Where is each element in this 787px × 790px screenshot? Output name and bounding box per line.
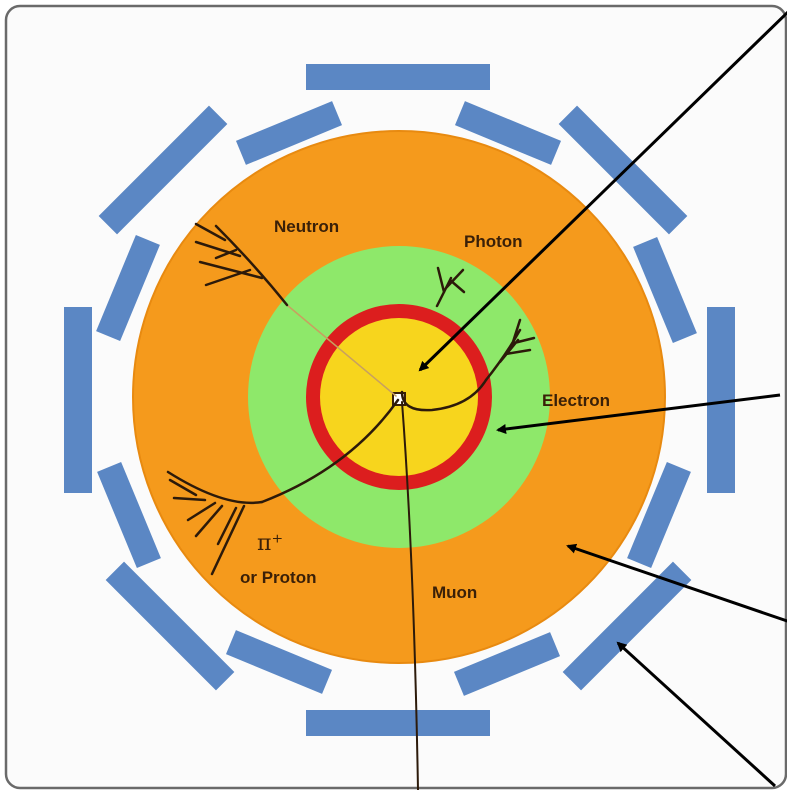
label-photon: Photon: [464, 232, 523, 251]
label-or-proton: or Proton: [240, 568, 317, 587]
muon-chamber-bottom: [306, 710, 490, 736]
muon-chamber-top: [306, 64, 490, 90]
label-pi-plus: π⁺: [257, 531, 283, 556]
label-electron: Electron: [542, 391, 610, 410]
label-muon: Muon: [432, 583, 477, 602]
muon-chamber-left: [64, 307, 92, 493]
label-neutron: Neutron: [274, 217, 339, 236]
